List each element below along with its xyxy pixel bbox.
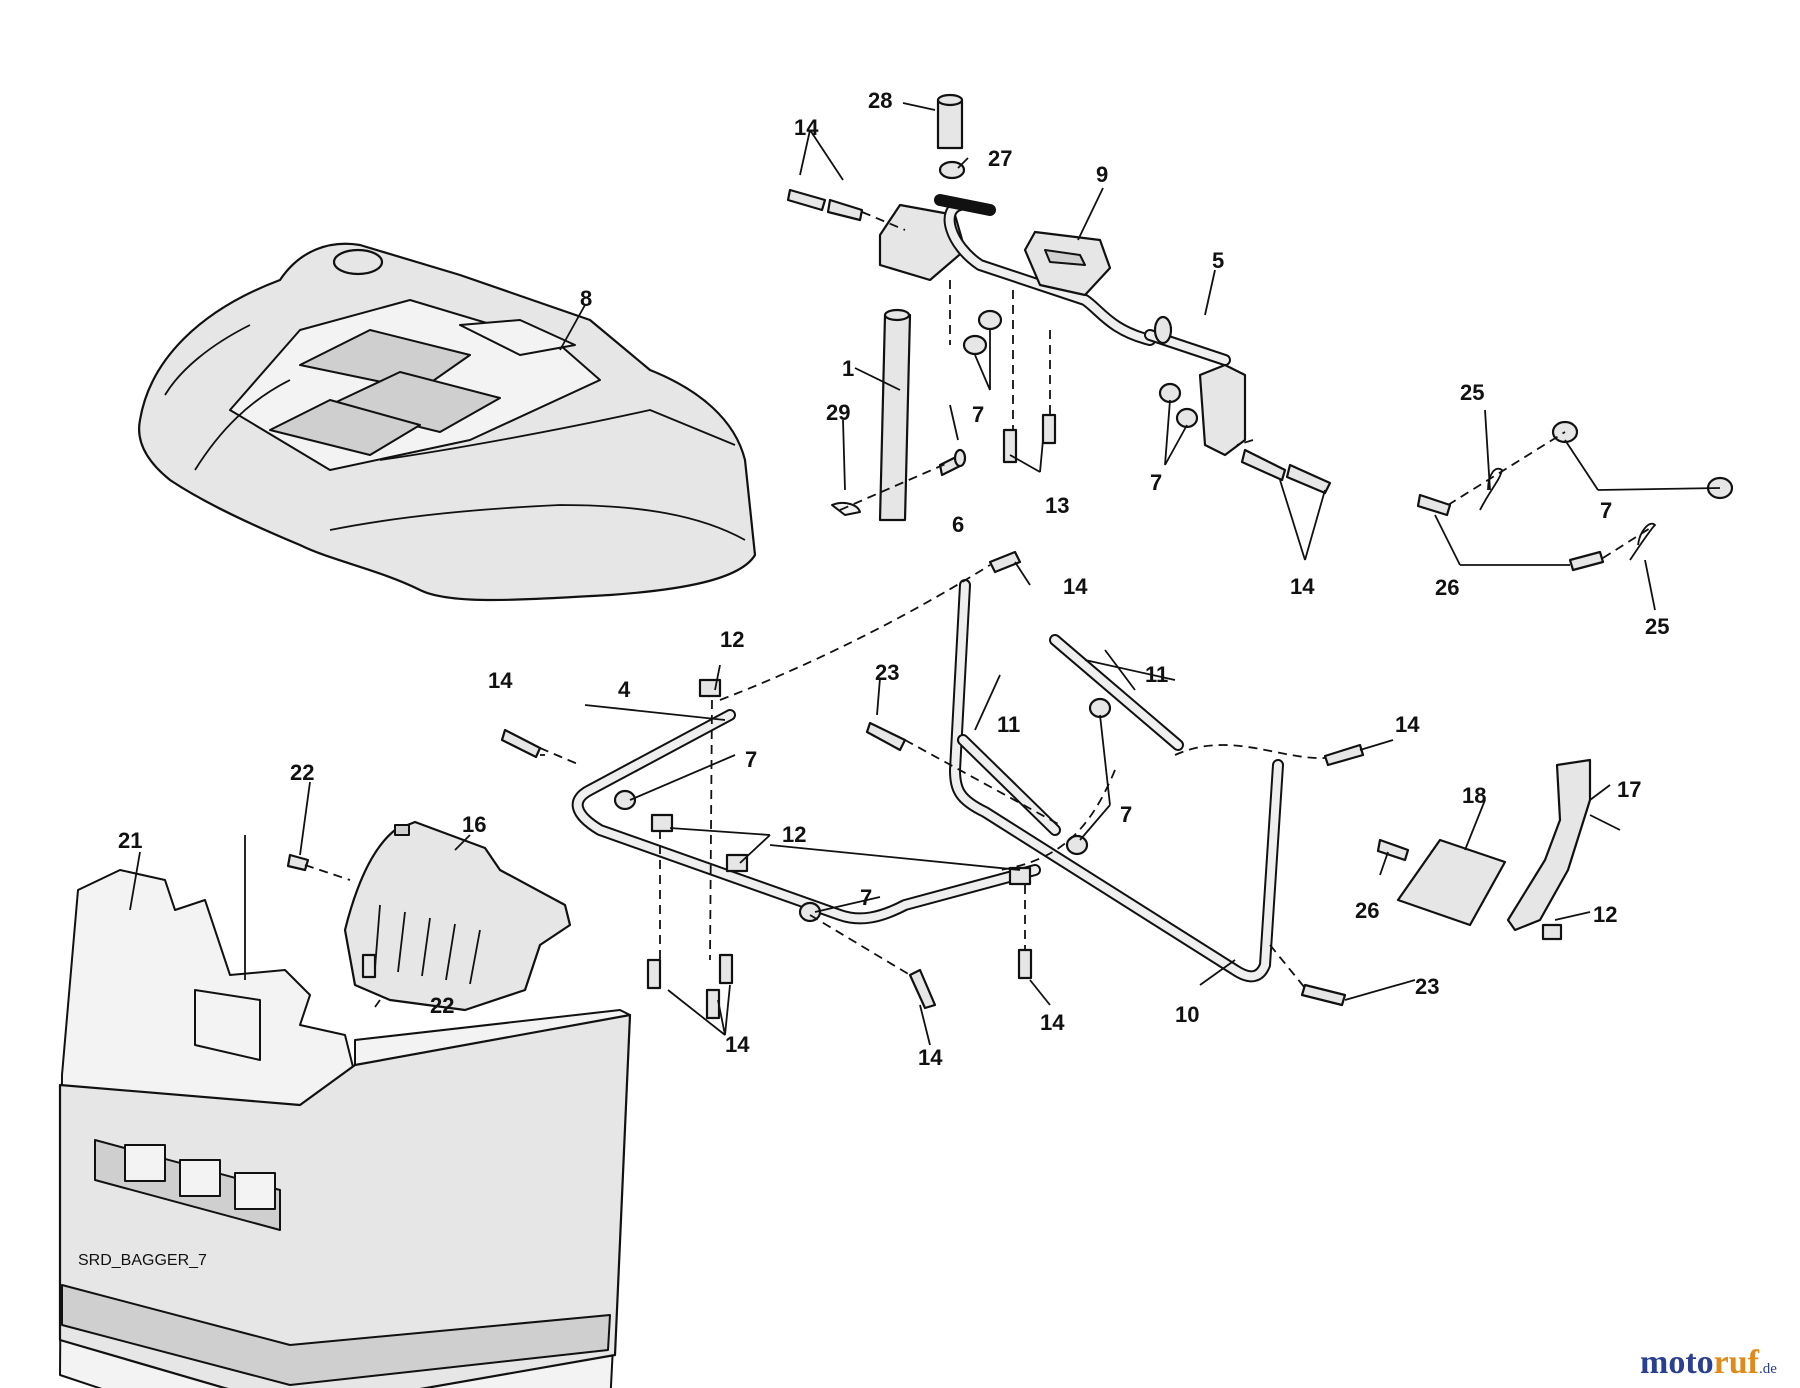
callout-1: 1 [842,356,854,381]
callout-4: 4 [618,677,631,702]
callout-8: 8 [580,286,592,311]
callout-16: 16 [462,812,486,837]
svg-text:motoruf.de: motoruf.de [1640,1344,1777,1381]
callout-labels: 28 27 14 9 8 5 1 29 7 13 6 7 14 25 7 26 … [118,88,1669,1070]
part-17-bracket [1506,758,1621,932]
callout-23-a: 23 [875,660,899,685]
bolts-14-upper [786,188,1332,574]
callout-14-c: 14 [1063,574,1088,599]
part-10-frame-right [949,579,1284,983]
part-4-frame-left [571,709,1041,925]
callout-25-a: 25 [1460,380,1484,405]
nut-group-top [962,309,1734,500]
callout-26-b: 26 [1355,898,1379,923]
callout-14-h: 14 [918,1045,943,1070]
callout-11-b: 11 [997,712,1020,737]
callout-14-g: 14 [725,1032,750,1057]
callout-7-a: 7 [972,402,984,427]
callout-leaders [129,102,1721,1046]
callout-14-a: 14 [794,115,819,140]
part-11-links [957,634,1184,836]
watermark-suffix: .de [1759,1361,1777,1377]
callout-17: 17 [1617,777,1641,802]
part-8-bagger-cover [138,242,757,602]
callout-12-b: 12 [782,822,806,847]
part-5-shaft-lever [1144,315,1247,457]
callout-14-b: 14 [1290,574,1315,599]
callout-14-f: 14 [1040,1010,1065,1035]
parts-25-26-clips [1416,467,1657,572]
callout-22-b: 22 [430,993,454,1018]
hardware-lower [286,678,1563,1020]
diagram-code: SRD_BAGGER_7 [78,1252,207,1269]
part-1-pivot-tube [831,308,967,522]
watermark-part2: ruf [1714,1344,1760,1381]
callout-10: 10 [1175,1002,1199,1027]
callout-7-e: 7 [1120,802,1132,827]
callout-11-a: 11 [1145,662,1168,687]
callout-6: 6 [952,512,964,537]
callout-7-f: 7 [860,885,872,910]
callout-18: 18 [1462,783,1486,808]
callout-22-a: 22 [290,760,314,785]
callout-23-b: 23 [1415,974,1439,999]
callout-5: 5 [1212,248,1224,273]
callout-12-c: 12 [1593,902,1617,927]
callout-13: 13 [1045,493,1069,518]
callout-27: 27 [988,146,1012,171]
assembly-lines [304,211,1656,989]
part-9-handle-assembly [878,93,1156,346]
callout-25-b: 25 [1645,614,1669,639]
watermark-logo: motoruf.de [1640,1344,1777,1381]
callout-7-b: 7 [1150,470,1162,495]
part-16-deflector [343,820,572,1012]
callout-9: 9 [1096,162,1108,187]
watermark-part1: moto [1640,1344,1714,1381]
callout-28: 28 [868,88,892,113]
callout-26-a: 26 [1435,575,1459,600]
callout-14-d: 14 [488,668,513,693]
callout-21: 21 [118,828,142,853]
part-21-bag-panel [58,835,632,1388]
callout-7-d: 7 [745,747,757,772]
part-18-plate [1376,838,1507,927]
bolts-13 [1002,413,1057,464]
callout-7-c: 7 [1600,498,1612,523]
callout-29: 29 [826,400,850,425]
callout-12-a: 12 [720,627,744,652]
callout-14-e: 14 [1395,712,1420,737]
